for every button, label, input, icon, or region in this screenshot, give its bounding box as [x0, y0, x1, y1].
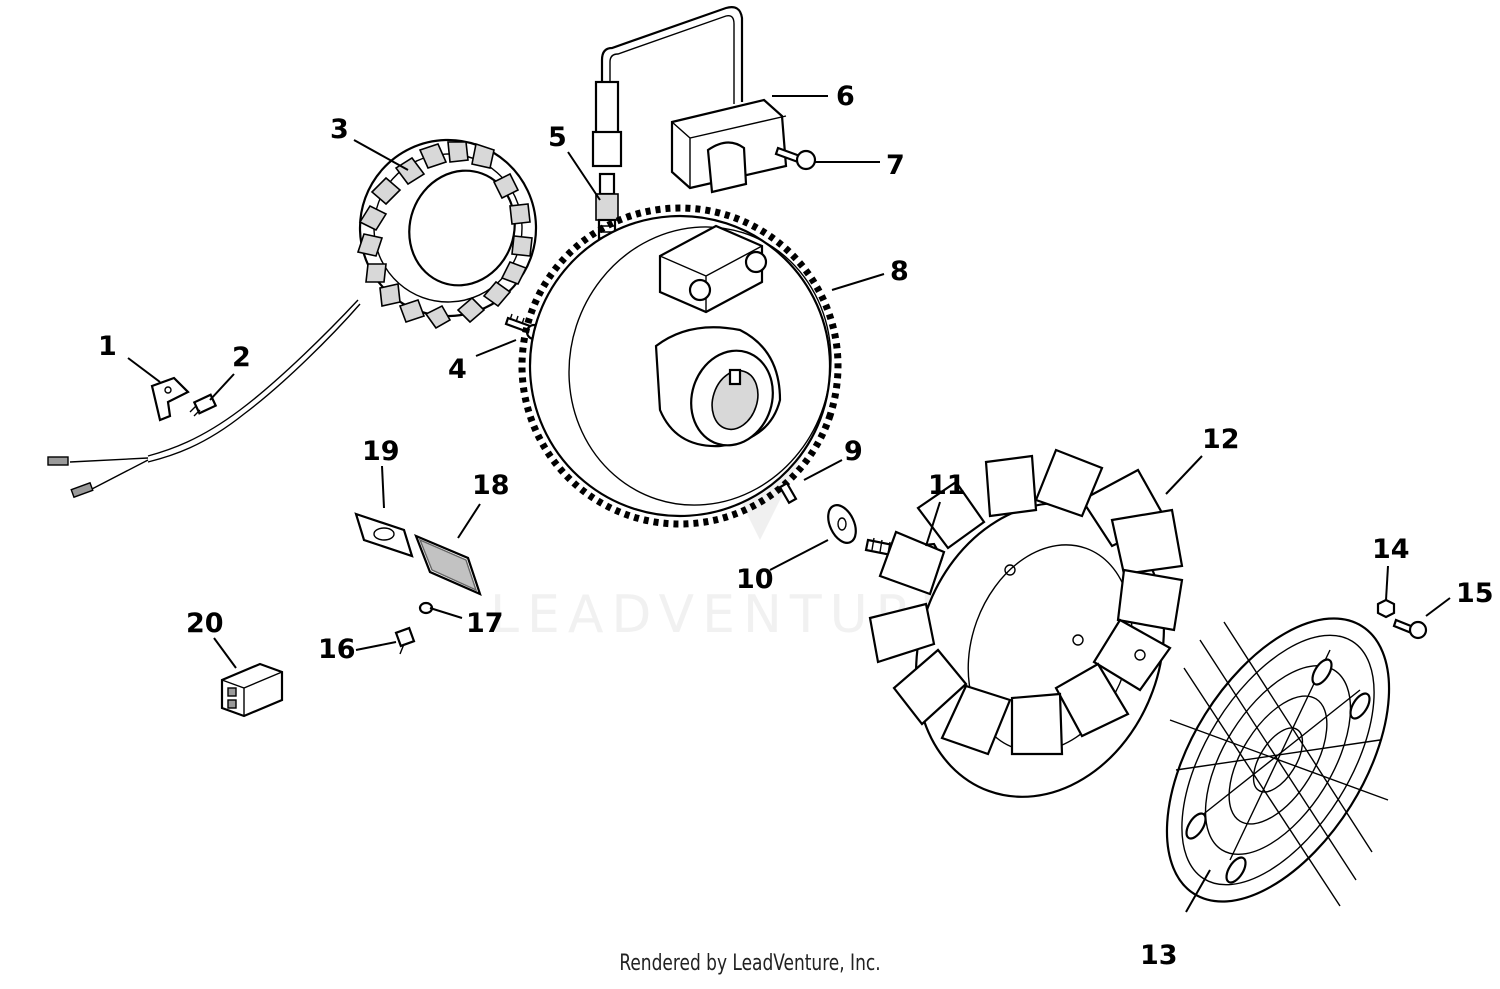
callout-16: 16: [318, 634, 356, 665]
callout-11: 11: [928, 470, 966, 501]
callout-2: 2: [232, 342, 251, 373]
wire-connector[interactable]: [220, 662, 284, 718]
rectifier-gasket[interactable]: [354, 512, 414, 558]
callout-19: 19: [362, 436, 400, 467]
flywheel[interactable]: [481, 167, 879, 565]
screen-screw[interactable]: [1392, 618, 1428, 640]
grass-screen[interactable]: [1121, 580, 1434, 939]
flywheel-washer[interactable]: [823, 501, 862, 547]
wire-clip[interactable]: [150, 376, 190, 422]
callout-3: 3: [330, 114, 349, 145]
module-screw[interactable]: [774, 146, 817, 171]
callout-7: 7: [886, 150, 905, 181]
callout-5: 5: [548, 122, 567, 153]
callout-1: 1: [98, 331, 117, 362]
callout-numbers: 1 2 3 4 5 6 7 8 9 10 11 12 13 14 15 16 1…: [98, 81, 1494, 971]
flywheel-key[interactable]: [778, 481, 798, 505]
callout-4: 4: [448, 354, 467, 385]
ignition-module[interactable]: [591, 6, 788, 194]
callout-20: 20: [186, 608, 224, 639]
callout-10: 10: [736, 564, 774, 595]
leader-lines: [127, 95, 1451, 913]
callout-13: 13: [1140, 940, 1178, 971]
rectifier-screw[interactable]: [394, 626, 416, 655]
callout-14: 14: [1372, 534, 1410, 565]
callout-15: 15: [1456, 578, 1494, 609]
callout-6: 6: [836, 81, 855, 112]
callout-8: 8: [890, 256, 909, 287]
callout-12: 12: [1202, 424, 1240, 455]
cooling-fan[interactable]: [868, 448, 1204, 832]
rectifier-plate[interactable]: [414, 533, 482, 597]
callout-18: 18: [472, 470, 510, 501]
screen-nut[interactable]: [1376, 598, 1396, 619]
stator[interactable]: [47, 115, 561, 499]
footer-credit: Rendered by LeadVenture, Inc.: [619, 951, 881, 976]
callout-9: 9: [844, 436, 863, 467]
callout-17: 17: [466, 608, 504, 639]
